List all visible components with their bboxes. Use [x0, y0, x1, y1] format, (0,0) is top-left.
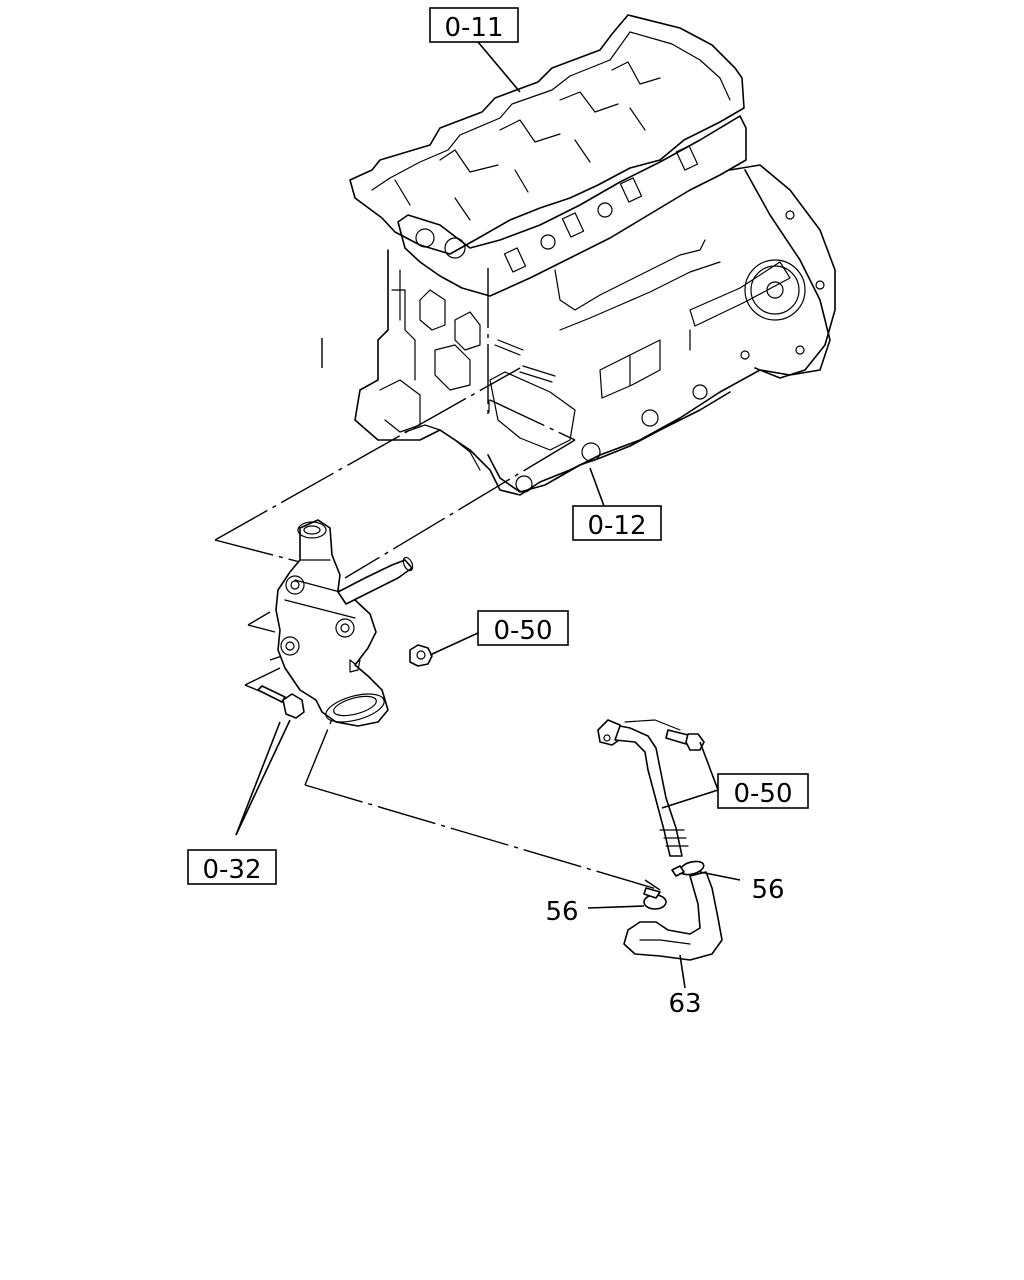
mounting-bolt [257, 685, 305, 719]
water-hose [623, 871, 723, 961]
hose-clamp-upper [671, 860, 705, 877]
connection-lines [214, 268, 661, 891]
water-pipe [597, 719, 689, 857]
flange-nut [409, 644, 433, 667]
callout-0-11[interactable]: 0-11 [429, 7, 519, 43]
leader-lines [235, 41, 741, 989]
callout-0-50-upper-label: 0-50 [493, 616, 552, 646]
hose-clamp-lower [643, 887, 667, 910]
callout-0-50-lower-label: 0-50 [733, 779, 792, 809]
part-56-right-label[interactable]: 56 [751, 875, 784, 905]
callout-0-12-label: 0-12 [587, 511, 646, 541]
callout-0-32[interactable]: 0-32 [187, 849, 277, 885]
part-63-label[interactable]: 63 [668, 989, 701, 1019]
callout-0-12[interactable]: 0-12 [572, 505, 662, 541]
callout-0-11-label: 0-11 [444, 13, 503, 43]
water-outlet-housing [275, 519, 414, 727]
part-56-left-label[interactable]: 56 [545, 897, 578, 927]
pipe-bolt [665, 729, 705, 751]
callout-0-32-label: 0-32 [202, 855, 261, 885]
engine-block [349, 14, 836, 496]
callout-0-50-upper[interactable]: 0-50 [477, 610, 569, 646]
callout-0-50-lower[interactable]: 0-50 [717, 773, 809, 809]
